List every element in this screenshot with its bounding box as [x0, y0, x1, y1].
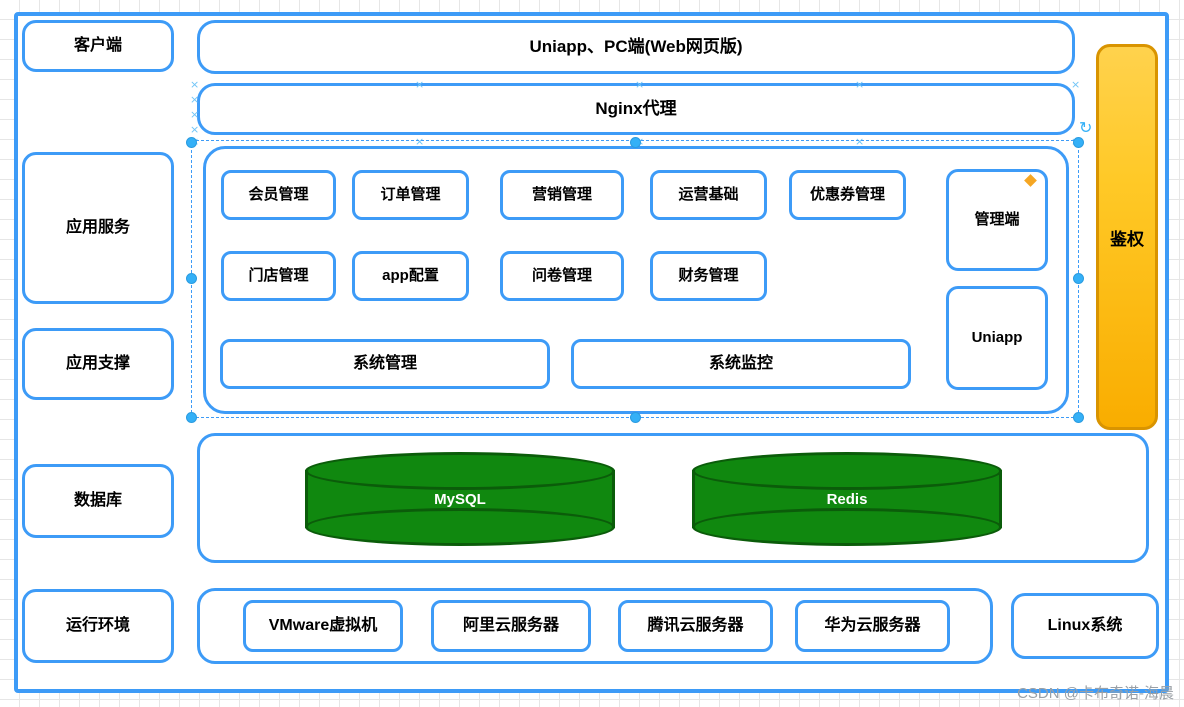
auth-bar[interactable]: 鉴权	[1096, 44, 1158, 430]
client-band-text: Uniapp、PC端(Web网页版)	[529, 36, 743, 56]
resize-handle-top-left[interactable]	[186, 137, 197, 148]
rotate-handle-icon[interactable]: ↻	[1079, 118, 1093, 137]
cylinder-top-ellipse	[305, 452, 615, 490]
runtime-server-tencent[interactable]: 腾讯云服务器	[618, 600, 773, 652]
app-module-app-config[interactable]: app配置	[352, 251, 469, 301]
runtime-server-aliyun[interactable]: 阿里云服务器	[431, 600, 591, 652]
resize-handle-middle-left[interactable]	[186, 273, 197, 284]
app-module-operations[interactable]: 运营基础	[650, 170, 767, 220]
database-cylinder-mysql[interactable]: MySQL	[305, 452, 615, 546]
client-box-uniapp[interactable]: Uniapp	[946, 286, 1048, 390]
layer-label-app-support[interactable]: 应用支撑	[22, 328, 174, 400]
layer-label-app-service-text: 应用服务	[65, 219, 130, 237]
connection-point-icon[interactable]: ×	[1071, 78, 1081, 91]
app-module-store[interactable]: 门店管理	[221, 251, 336, 301]
watermark: CSDN @卡布奇诺-海晨	[1017, 685, 1174, 702]
connection-point-icon[interactable]: ×	[855, 78, 865, 91]
connection-point-icon[interactable]: ×	[855, 135, 865, 148]
support-module-system-management[interactable]: 系统管理	[220, 339, 550, 389]
connection-point-icon[interactable]: ×	[190, 123, 200, 136]
layer-label-runtime[interactable]: 运行环境	[22, 589, 174, 663]
app-module-order[interactable]: 订单管理	[352, 170, 469, 220]
layer-label-client[interactable]: 客户端	[22, 20, 174, 72]
runtime-server-tencent-text: 腾讯云服务器	[647, 617, 744, 635]
database-cylinder-redis-text: Redis	[826, 490, 868, 508]
support-module-system-management-text: 系统管理	[352, 355, 417, 373]
client-box-admin-text: 管理端	[974, 211, 1020, 228]
resize-handle-middle-right[interactable]	[1073, 273, 1084, 284]
cylinder-bottom-ellipse	[692, 508, 1002, 546]
client-box-uniapp-text: Uniapp	[971, 329, 1023, 346]
connection-point-icon[interactable]: ×	[415, 78, 425, 91]
auth-bar-text: 鉴权	[1110, 229, 1144, 249]
resize-handle-top-center[interactable]	[630, 137, 641, 148]
runtime-server-vmware[interactable]: VMware虚拟机	[243, 600, 403, 652]
app-module-coupon[interactable]: 优惠券管理	[789, 170, 906, 220]
runtime-os-linux-text: Linux系统	[1047, 617, 1123, 635]
connection-point-icon[interactable]: ×	[190, 108, 200, 121]
database-cylinder-redis[interactable]: Redis	[692, 452, 1002, 546]
resize-handle-bottom-center[interactable]	[630, 412, 641, 423]
runtime-server-aliyun-text: 阿里云服务器	[462, 617, 559, 635]
nginx-proxy-band[interactable]: Nginx代理	[197, 83, 1075, 135]
cylinder-bottom-ellipse	[305, 508, 615, 546]
resize-handle-bottom-left[interactable]	[186, 412, 197, 423]
layer-label-app-support-text: 应用支撑	[65, 355, 130, 373]
app-module-finance-text: 财务管理	[678, 267, 739, 284]
app-module-coupon-text: 优惠券管理	[809, 186, 885, 203]
layer-label-runtime-text: 运行环境	[65, 617, 130, 635]
app-module-survey-text: 问卷管理	[531, 267, 592, 284]
app-module-survey[interactable]: 问卷管理	[500, 251, 624, 301]
runtime-server-huawei[interactable]: 华为云服务器	[795, 600, 950, 652]
app-module-app-config-text: app配置	[382, 267, 439, 284]
layer-label-database[interactable]: 数据库	[22, 464, 174, 538]
support-module-system-monitoring-text: 系统监控	[708, 355, 773, 373]
client-box-admin[interactable]: 管理端	[946, 169, 1048, 271]
client-band[interactable]: Uniapp、PC端(Web网页版)	[197, 20, 1075, 74]
runtime-os-linux[interactable]: Linux系统	[1011, 593, 1159, 659]
resize-handle-bottom-right[interactable]	[1073, 412, 1084, 423]
app-module-marketing-text: 营销管理	[531, 186, 592, 203]
layer-label-client-text: 客户端	[73, 37, 122, 55]
layer-label-app-service[interactable]: 应用服务	[22, 152, 174, 304]
cylinder-top-ellipse	[692, 452, 1002, 490]
connection-point-icon[interactable]: ×	[415, 135, 425, 148]
app-module-marketing[interactable]: 营销管理	[500, 170, 624, 220]
layer-label-database-text: 数据库	[73, 492, 122, 510]
database-cylinder-mysql-text: MySQL	[434, 490, 486, 508]
runtime-server-huawei-text: 华为云服务器	[824, 617, 921, 635]
connection-point-icon[interactable]: ×	[190, 93, 200, 106]
support-module-system-monitoring[interactable]: 系统监控	[571, 339, 911, 389]
runtime-server-vmware-text: VMware虚拟机	[268, 617, 378, 635]
app-module-member[interactable]: 会员管理	[221, 170, 336, 220]
app-module-order-text: 订单管理	[380, 186, 441, 203]
nginx-proxy-text: Nginx代理	[595, 98, 677, 118]
connection-point-icon[interactable]: ×	[635, 78, 645, 91]
app-module-store-text: 门店管理	[248, 267, 309, 284]
app-module-operations-text: 运营基础	[678, 186, 739, 203]
app-module-member-text: 会员管理	[248, 186, 309, 203]
app-module-finance[interactable]: 财务管理	[650, 251, 767, 301]
connection-point-icon[interactable]: ×	[190, 78, 200, 91]
resize-handle-top-right[interactable]	[1073, 137, 1084, 148]
